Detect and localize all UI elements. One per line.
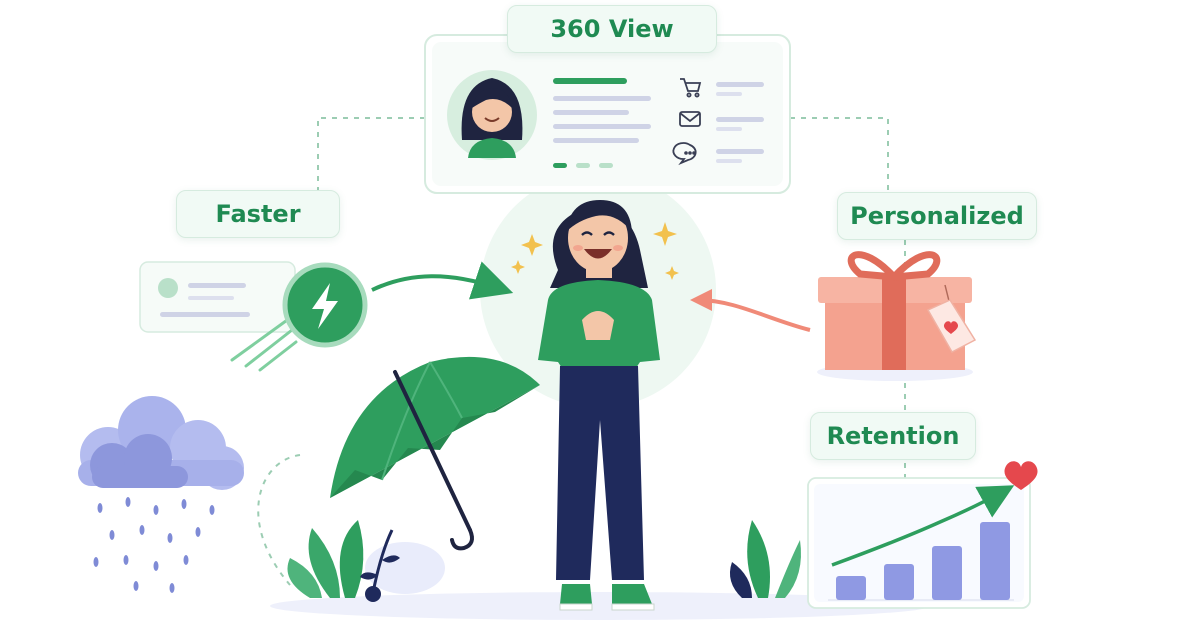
faster-arrow [371, 261, 514, 300]
chat-icon [672, 142, 697, 166]
retention-bar [884, 564, 914, 600]
lightning-icon [282, 262, 368, 348]
label-360-view: 360 View [507, 5, 717, 53]
mail-icon [679, 111, 701, 127]
retention-bar [932, 546, 962, 600]
label-personalized: Personalized [837, 192, 1037, 240]
raindrops [93, 497, 215, 593]
trend-arrow [831, 485, 1015, 567]
label-retention: Retention [810, 412, 976, 460]
label-faster: Faster [176, 190, 340, 238]
ground-shadow [270, 592, 930, 620]
speed-lines [230, 316, 298, 372]
happy-person [538, 200, 660, 611]
right-plant [729, 520, 801, 598]
heart-icon [1004, 461, 1038, 490]
profile-card [424, 34, 791, 194]
rain-cloud-icon [78, 396, 244, 490]
umbrella-icon [330, 356, 540, 551]
left-plant [287, 520, 445, 602]
dashed-connectors [257, 117, 906, 586]
avatar [447, 70, 537, 160]
retention-card [807, 461, 1038, 609]
retention-bars [836, 522, 1010, 600]
tag-heart-icon [943, 321, 959, 334]
gift-icon [817, 251, 977, 381]
faster-card [139, 261, 296, 333]
sparkle-icon [511, 222, 679, 280]
retention-bar [980, 522, 1010, 600]
retention-bar [836, 576, 866, 600]
cart-icon [680, 78, 702, 98]
personalized-arrowhead [690, 289, 712, 311]
